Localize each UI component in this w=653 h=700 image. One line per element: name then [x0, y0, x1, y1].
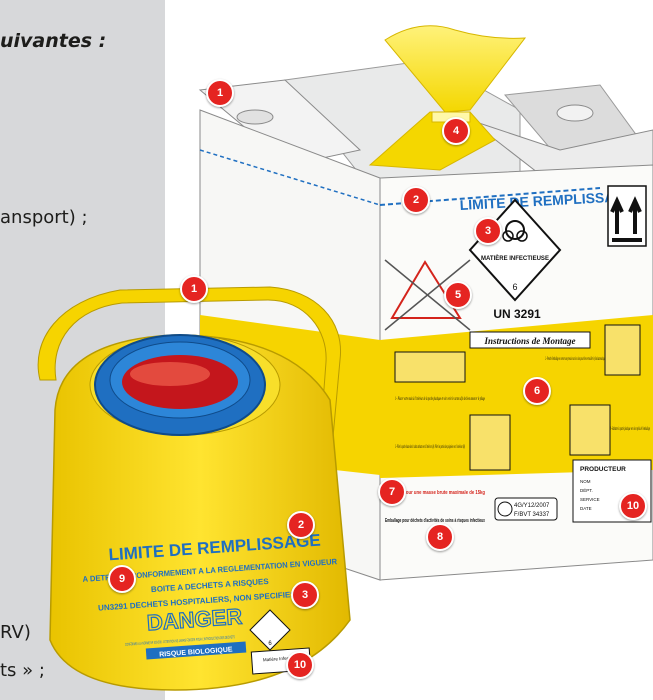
approval-line1: 4G/Y12/2007: [514, 503, 550, 509]
badge-bucket-label: 10: [286, 651, 314, 679]
step1-drawing: [395, 352, 465, 382]
badge-weight-note: 7: [378, 478, 406, 506]
approval-line2: F/BVT 34337: [514, 512, 550, 518]
this-way-up-icon: [608, 186, 646, 246]
step2-text: 2 - Prendre l'emballage et exercer une p…: [545, 357, 605, 362]
badge-packaging-note: 8: [426, 523, 454, 551]
producer-field-dept: DÉPT.: [580, 487, 593, 493]
step4-text: 4 - Rabattre la partie plastique vers le…: [610, 427, 650, 432]
badge-box-flap: 1: [206, 79, 234, 107]
producer-title: PRODUCTEUR: [580, 466, 626, 473]
producer-field-service: SERVICE: [580, 497, 600, 502]
box-un-number: UN 3291: [493, 307, 541, 321]
badge-prohibited: 5: [444, 281, 472, 309]
producer-field-name: NOM: [580, 479, 591, 484]
instructions-title: Instructions de Montage: [483, 336, 575, 346]
step1-text: 1 - Placer votre main à l'intérieur de l…: [395, 397, 485, 402]
badge-box-fill-line: 2: [402, 186, 430, 214]
bucket-red-highlight: [130, 362, 210, 386]
badge-producer-box: 10: [619, 492, 647, 520]
badge-box-hazard: 3: [474, 217, 502, 245]
producer-field-date: DATE: [580, 506, 592, 511]
box-hazard-class: 6: [512, 282, 517, 292]
handle-hole-front: [237, 110, 273, 124]
box-hazard-title: MATIÈRE INFECTIEUSE: [481, 254, 549, 262]
badge-bucket-handle: 1: [180, 275, 208, 303]
badge-instructions: 6: [523, 377, 551, 405]
badge-bucket-fill-line: 2: [287, 511, 315, 539]
step2-drawing: [605, 325, 640, 375]
handle-hole-back: [557, 105, 593, 121]
badge-bag: 4: [442, 117, 470, 145]
step4-drawing: [570, 405, 610, 455]
step3-drawing: [470, 415, 510, 470]
badge-bucket-text: 9: [108, 565, 136, 593]
step3-text: 3 - Plier la partie haute des 4 rabats r…: [395, 445, 465, 450]
badge-bucket-hazard: 3: [291, 581, 319, 609]
